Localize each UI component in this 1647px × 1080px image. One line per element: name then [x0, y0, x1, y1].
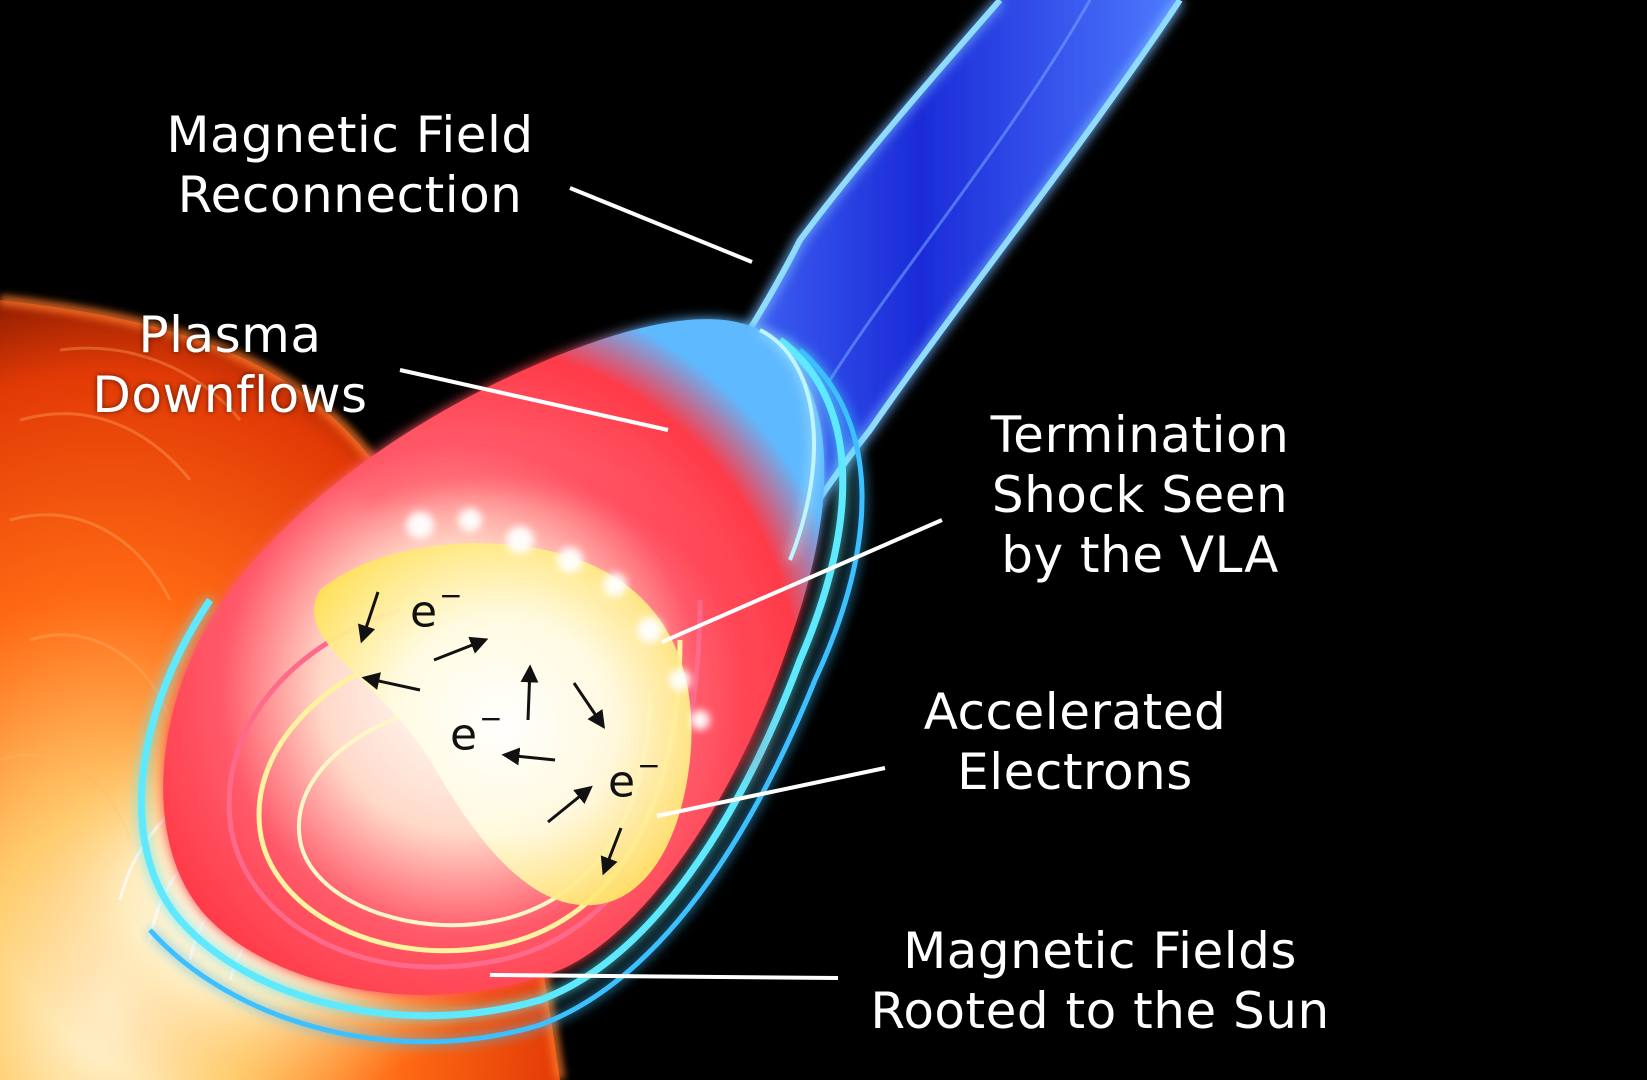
arrow [358, 591, 380, 644]
leader-downflows [399, 368, 669, 432]
label-magnetic-fields-rooted: Magnetic Fields Rooted to the Sun [870, 922, 1330, 1040]
leader-electrons [656, 766, 886, 818]
arrow [572, 682, 606, 729]
leader-rooted [489, 973, 839, 980]
arrow [361, 672, 421, 692]
electron-symbol: e− [450, 702, 503, 761]
label-termination-shock: Termination Shock Seen by the VLA [990, 406, 1290, 584]
electron-symbol: e− [608, 749, 661, 808]
arrow [501, 747, 556, 766]
label-magnetic-field-reconnection: Magnetic Field Reconnection [166, 106, 534, 224]
electron-motion-arrows [358, 591, 623, 876]
arrow [520, 664, 539, 721]
label-plasma-downflows: Plasma Downflows [92, 306, 368, 424]
arrow [433, 636, 489, 662]
electron-symbol: e− [410, 579, 463, 638]
arrow [600, 827, 623, 876]
leader-reconnection [569, 186, 753, 264]
leader-lines [399, 186, 943, 980]
label-accelerated-electrons: Accelerated Electrons [923, 683, 1227, 801]
leader-shock [661, 518, 943, 644]
arrow [547, 785, 593, 824]
